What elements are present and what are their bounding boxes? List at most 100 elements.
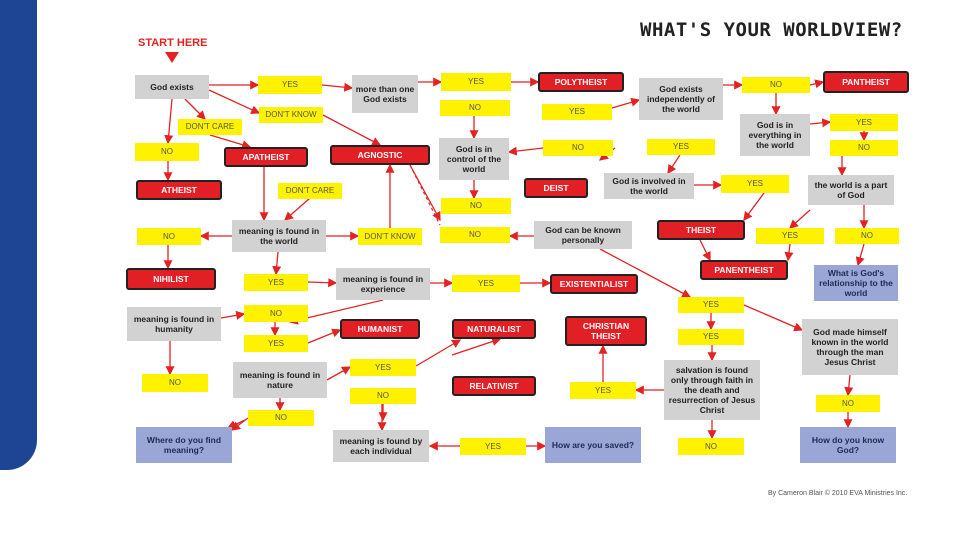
node-no-10: NO (244, 305, 308, 322)
connector-arrow (611, 97, 641, 109)
node-yes-1: YES (258, 76, 322, 94)
node-meaning-experience: meaning is found in experience (336, 268, 430, 300)
sidebar-band (0, 0, 37, 470)
connector-arrow (809, 118, 832, 128)
node-yes-12: YES (244, 335, 308, 352)
node-yes-13: YES (350, 359, 416, 376)
node-meaning-world: meaning is found in the world (232, 220, 326, 252)
node-god-exists: God exists (135, 75, 209, 99)
node-no-8: NO (440, 227, 510, 243)
node-no-13: NO (816, 395, 880, 412)
node-gods-relationship: What is God's relationship to the world (814, 265, 898, 301)
node-polytheist: POLYTHEIST (538, 72, 624, 92)
node-where-meaning: Where do you find meaning? (136, 427, 232, 463)
node-yes-7: YES (756, 228, 824, 244)
node-dont-know-2: DON'T KNOW (358, 228, 422, 245)
node-no-3: NO (135, 143, 199, 161)
connector-arrow (809, 79, 825, 89)
node-no-1: NO (742, 77, 810, 93)
node-how-saved: How are you saved? (545, 427, 641, 463)
node-salvation: salvation is found only through faith in… (664, 360, 760, 420)
node-humanist: HUMANIST (340, 319, 420, 339)
node-yes-2: YES (441, 73, 511, 91)
connector-arrow (789, 209, 811, 229)
node-agnostic: AGNOSTIC (330, 145, 430, 165)
node-no-14: NO (678, 438, 744, 455)
connector-arrow (743, 304, 804, 332)
connector-arrow (844, 374, 854, 397)
node-no-13b: NO (248, 410, 314, 426)
node-christian-theist: CHRISTIAN THEIST (565, 316, 647, 346)
node-yes-3: YES (542, 104, 612, 120)
connector-arrow (699, 239, 711, 262)
connector-arrow (220, 310, 246, 320)
connector-arrow (272, 251, 282, 276)
node-yes-14: YES (570, 382, 636, 399)
node-meaning-humanity: meaning is found in humanity (127, 307, 221, 341)
node-theist: THEIST (657, 220, 745, 240)
connector-arrow (226, 419, 246, 429)
node-no-9: NO (835, 228, 899, 244)
node-no-2: NO (440, 100, 510, 116)
connector-arrow (855, 243, 865, 267)
connector-arrow (322, 114, 382, 146)
connector-dashed (409, 164, 441, 226)
node-yes-11: YES (678, 329, 744, 345)
node-god-in-control: God is in control of the world (439, 138, 509, 180)
node-dont-know-1: DON'T KNOW (259, 107, 323, 123)
node-god-involved: God is involved in the world (604, 173, 694, 199)
node-no-6: NO (441, 198, 511, 214)
node-more-than-one-god: more than one God exists (352, 75, 418, 113)
node-dont-care-1: DON'T CARE (178, 119, 242, 135)
connector-arrow (667, 154, 681, 175)
connector-arrow (507, 146, 544, 156)
node-no-12: NO (350, 388, 416, 404)
connector-arrow (307, 278, 338, 288)
node-yes-8: YES (244, 274, 308, 291)
node-panentheist: PANENTHEIST (700, 260, 788, 280)
connector-arrow (184, 98, 206, 120)
connector-arrow (230, 417, 249, 431)
node-dont-care-2: DON'T CARE (278, 183, 342, 199)
connector-arrow (321, 82, 354, 92)
credit-line: By Cameron Blair © 2010 EVA Ministries I… (768, 490, 908, 497)
start-arrow-icon (165, 52, 179, 63)
start-label: START HERE (138, 37, 208, 49)
node-god-known: God can be known personally (534, 221, 632, 249)
node-no-5: NO (830, 140, 898, 156)
node-world-part-of-god: the world is a part of God (808, 175, 894, 205)
connector-arrow (743, 192, 765, 222)
node-atheist: ATHEIST (136, 180, 222, 200)
node-no-4: NO (543, 140, 613, 156)
connector-arrow (307, 328, 342, 344)
node-existentialist: EXISTENTIALIST (550, 274, 638, 294)
node-no-11: NO (142, 374, 208, 392)
connector-arrow (409, 164, 441, 222)
node-god-independent: God exists independently of the world (639, 78, 723, 120)
node-no-7: NO (137, 228, 201, 245)
node-how-know-god: How do you know God? (800, 427, 896, 463)
connector-arrow (208, 89, 261, 114)
connector-arrow (784, 243, 794, 262)
node-deist: DEIST (524, 178, 588, 198)
node-pantheist: PANTHEIST (823, 71, 909, 93)
node-apatheist: APATHEIST (224, 147, 308, 167)
node-meaning-nature: meaning is found in nature (233, 362, 327, 398)
connector-arrow (164, 98, 174, 145)
page-title: WHAT'S YOUR WORLDVIEW? (640, 19, 903, 41)
node-yes-10: YES (678, 297, 744, 313)
node-relativist: RELATIVIST (452, 376, 536, 396)
node-yes-9: YES (452, 275, 520, 292)
node-god-in-everything: God is in everything in the world (740, 114, 810, 156)
node-yes-4: YES (830, 114, 898, 131)
connector-arrow (451, 337, 502, 356)
node-nihilist: NIHILIST (126, 268, 216, 290)
connector-arrow (415, 339, 462, 367)
node-god-known-jesus: God made himself known in the world thro… (802, 319, 898, 375)
node-yes-15: YES (460, 438, 526, 455)
node-yes-5: YES (647, 139, 715, 155)
node-yes-6: YES (721, 175, 789, 193)
node-naturalist: NATURALIST (452, 319, 536, 339)
connector-arrow (599, 248, 692, 298)
